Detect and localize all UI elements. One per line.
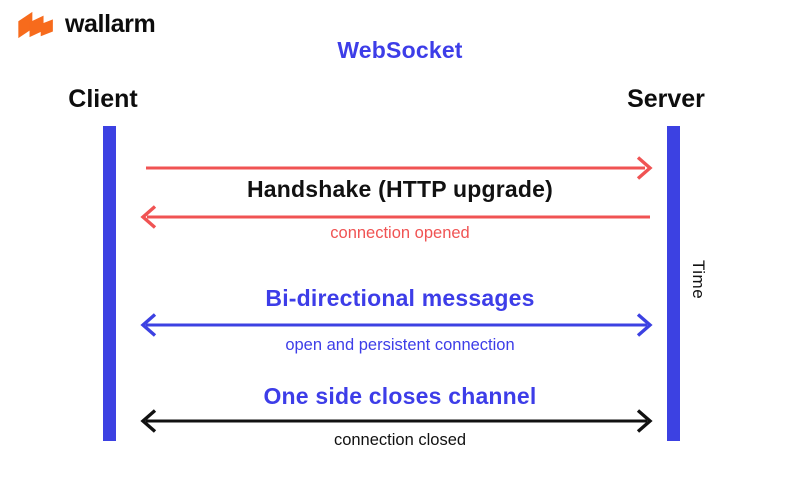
bidirectional-arrow [138,312,656,338]
wallarm-logo-text: wallarm [65,10,156,38]
client-actor-label: Client [68,85,138,113]
wallarm-logo-icon [18,11,53,38]
bidirectional-heading: Bi-directional messages [265,285,535,311]
time-axis-label: Time [689,260,708,300]
close-channel-heading: One side closes channel [263,383,537,409]
close-channel-arrow [138,408,656,434]
handshake-heading: Handshake (HTTP upgrade) [247,176,553,202]
client-lifeline-bar [103,126,116,441]
bidirectional-caption: open and persistent connection [285,336,515,354]
close-channel-caption: connection closed [333,431,467,449]
handshake-response-arrow [138,204,656,230]
diagram-title: WebSocket [337,37,463,63]
server-lifeline-bar [667,126,680,441]
handshake-request-arrow [138,155,656,181]
handshake-caption: connection opened [330,224,470,242]
wallarm-logo: wallarm [18,10,156,39]
server-actor-label: Server [627,85,705,113]
